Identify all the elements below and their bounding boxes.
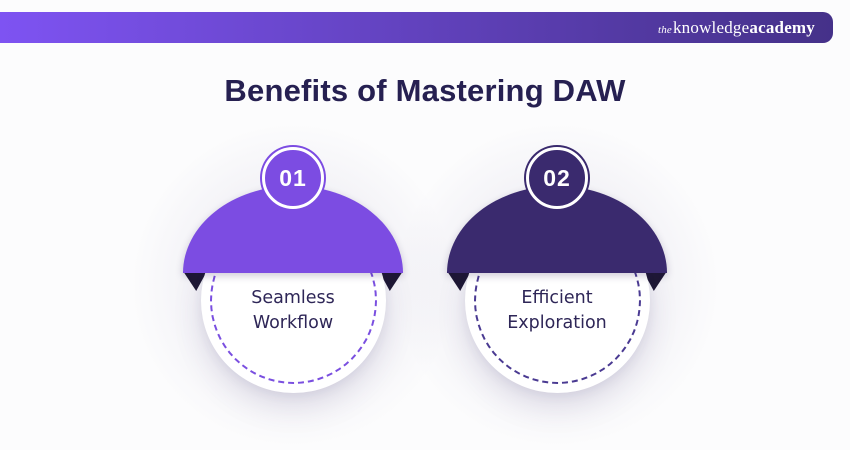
header-banner: theknowledgeacademy <box>0 12 833 43</box>
page-title: Benefits of Mastering DAW <box>224 73 626 108</box>
brand-logo-prefix: the <box>657 23 672 36</box>
item-label: Seamless Workflow <box>251 287 335 333</box>
benefit-item-2: Efficient Exploration 02 <box>397 125 717 445</box>
item-label: Efficient Exploration <box>507 287 607 333</box>
brand-logo-word1: knowledge <box>672 17 750 37</box>
step-number: 01 <box>279 164 307 191</box>
step-number-badge: 01 <box>262 147 324 209</box>
step-number-badge: 02 <box>526 147 588 209</box>
brand-logo-word2: academy <box>749 17 815 37</box>
step-number: 02 <box>543 164 571 191</box>
benefit-item-1: Seamless Workflow 01 <box>133 125 453 445</box>
brand-logo: theknowledgeacademy <box>658 18 815 38</box>
